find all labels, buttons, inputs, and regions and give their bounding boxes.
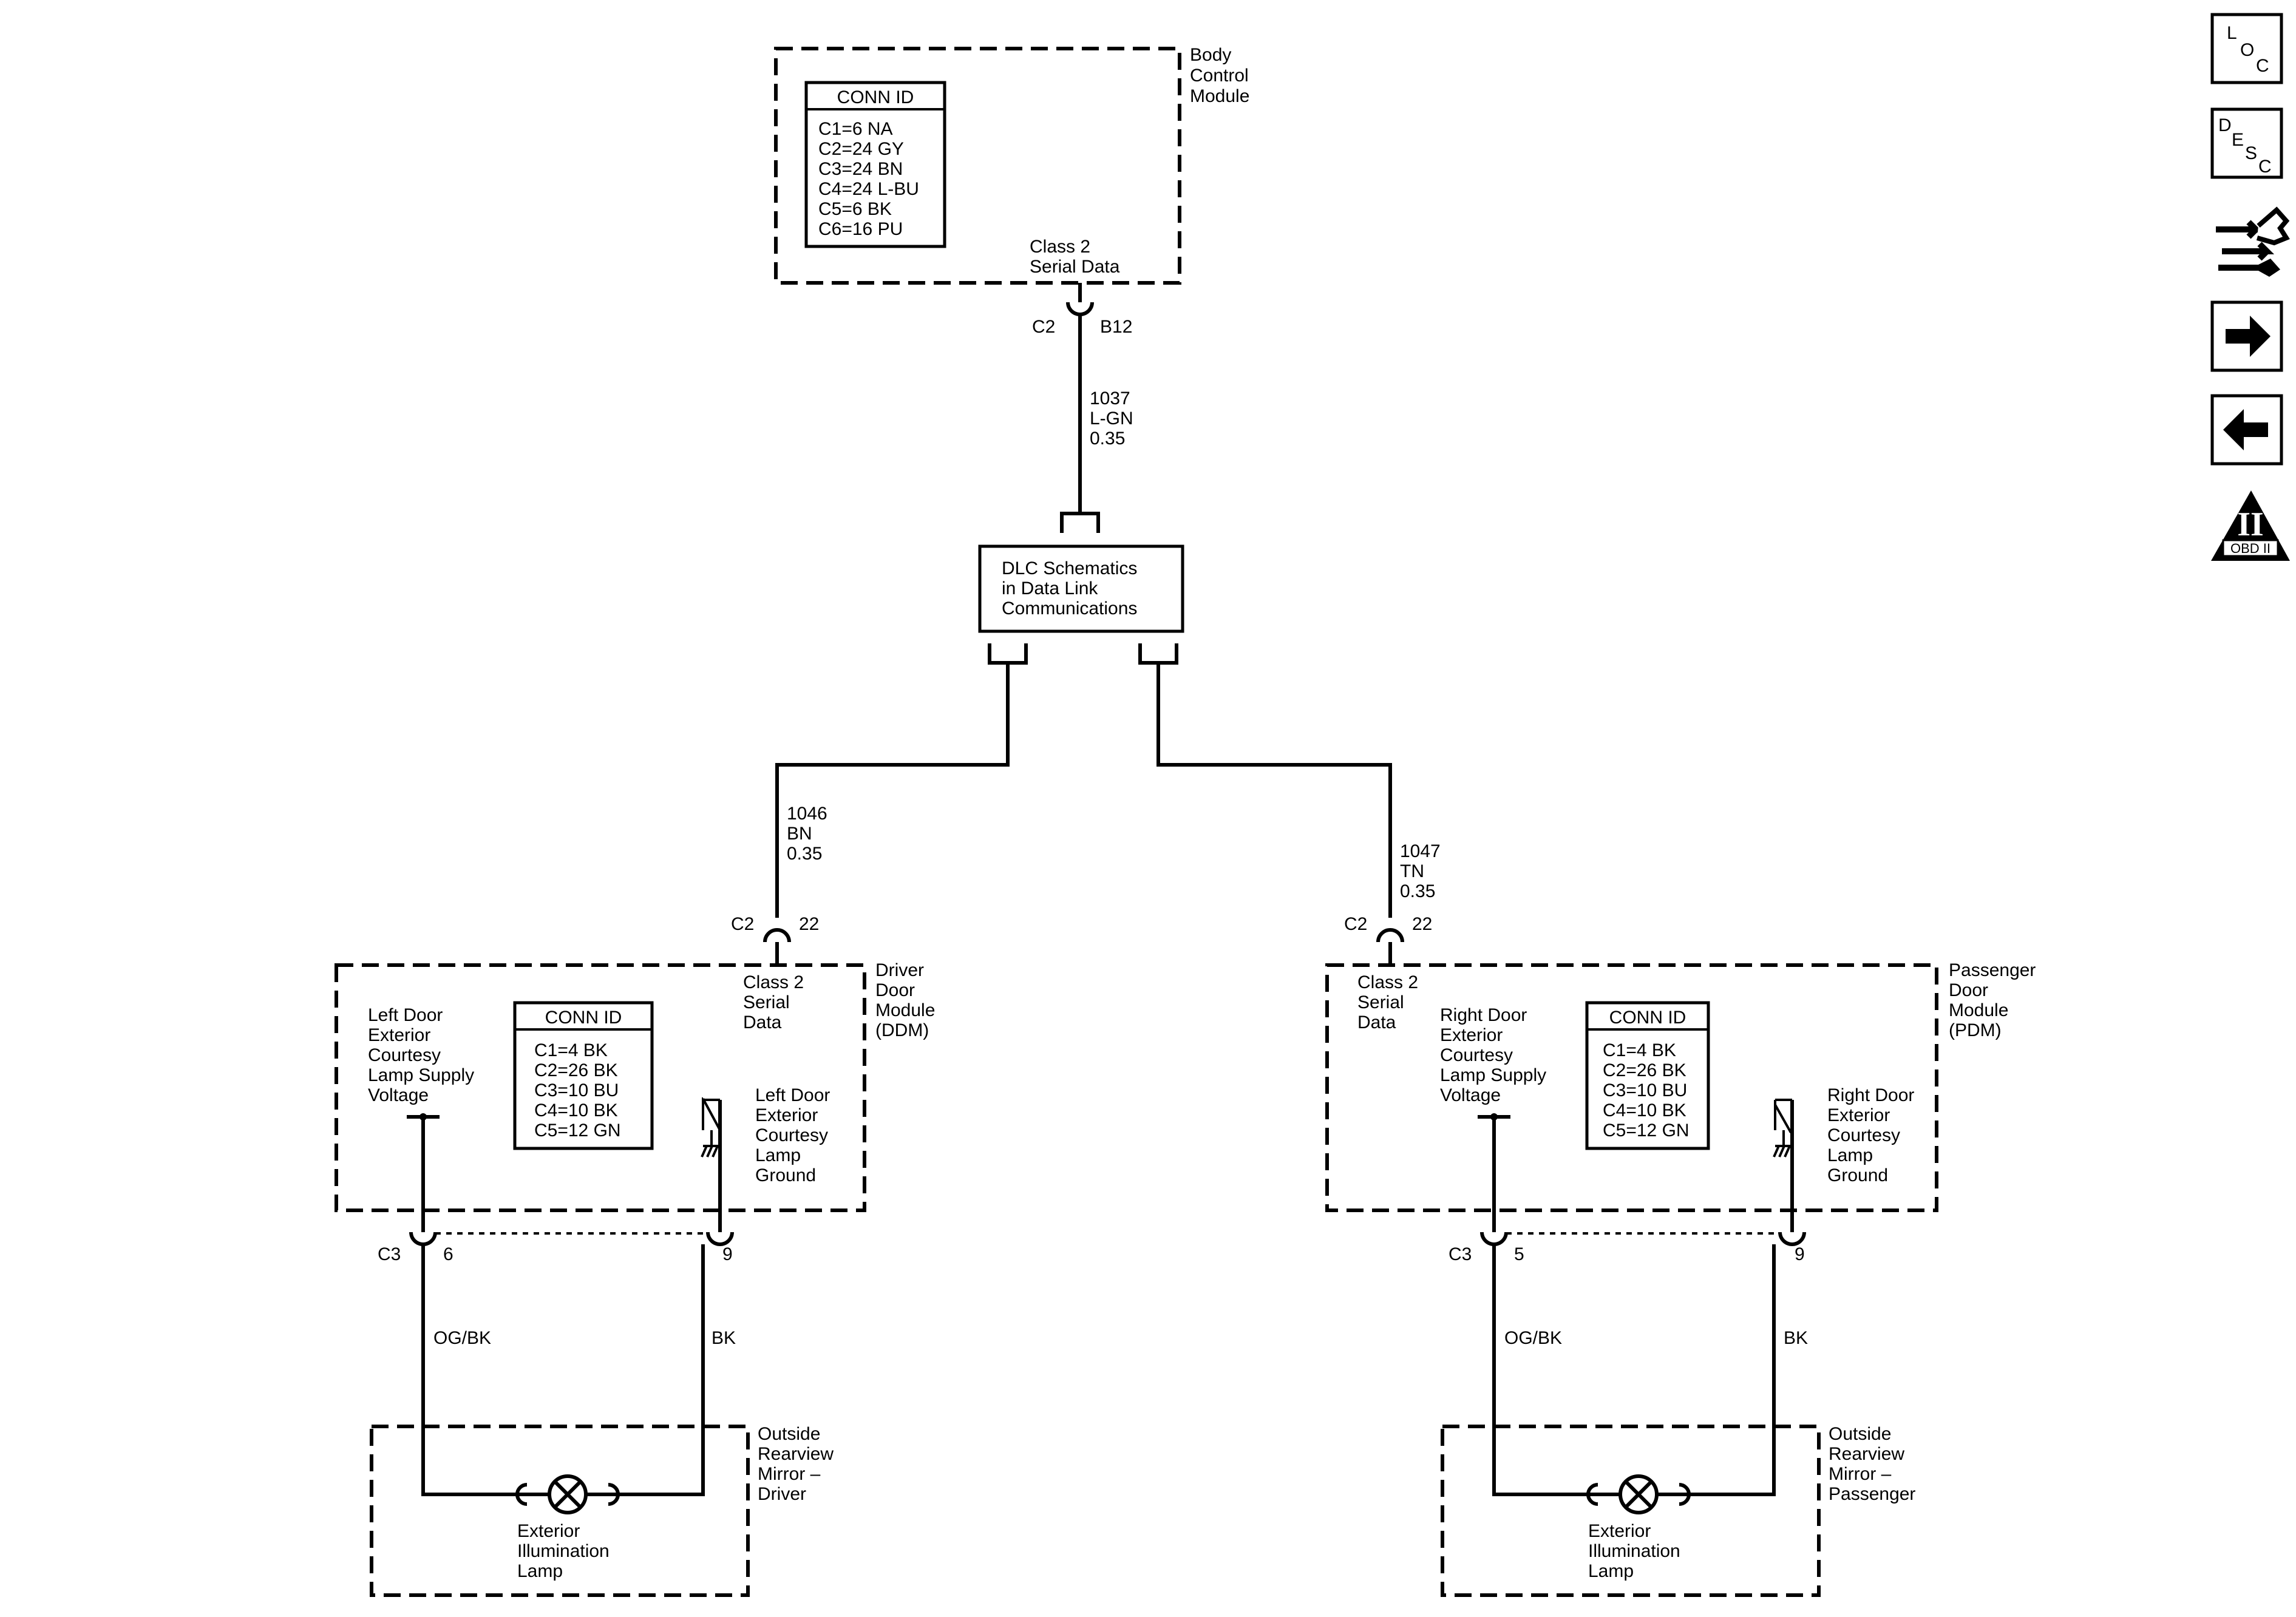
- ddm-supply-wire: [421, 1244, 517, 1496]
- dlc-input-connector: [1060, 512, 1100, 533]
- svg-text:D: D: [2218, 115, 2232, 135]
- ddm-c3-supply-connector: [409, 1232, 437, 1246]
- pdm-ground-label: Right Door Exterior Courtesy Lamp Ground: [1827, 1085, 1920, 1185]
- pdm-ground-wire: [1690, 1244, 1776, 1496]
- bcm-pin: B12: [1100, 317, 1132, 337]
- lamp-icon: [1586, 1474, 1691, 1514]
- wire-1046: [775, 663, 1010, 918]
- bcm-pin-label: Class 2 Serial Data: [1030, 237, 1120, 277]
- svg-text:OBD II: OBD II: [2230, 541, 2271, 556]
- pdm-serial-label: Class 2 Serial Data: [1357, 972, 1423, 1032]
- driver-door-module: C2 22 Driver Door Module (DDM) Class 2 S…: [335, 914, 940, 1264]
- mirror-passenger-name: Outside Rearview Mirror – Passenger: [1829, 1424, 1915, 1504]
- loc-icon[interactable]: L O C: [2210, 13, 2283, 84]
- mirror-passenger: Outside Rearview Mirror – Passenger Exte…: [1441, 1424, 1915, 1597]
- ddm-conn-list: C1=4 BK C2=26 BK C3=10 BU C4=10 BK C5=12…: [534, 1040, 624, 1141]
- bcm-name: Body Control Module: [1190, 45, 1254, 106]
- ddm-wire-ground: BK: [712, 1328, 736, 1348]
- pdm-ground-symbol: [1773, 1130, 1792, 1158]
- ddm-serial-label: Class 2 Serial Data: [743, 972, 809, 1032]
- ddm-conn-id-title: CONN ID: [545, 1008, 622, 1028]
- ddm-supply-label: Left Door Exterior Courtesy Lamp Supply …: [368, 1005, 479, 1105]
- mirror-driver-boundary: [370, 1425, 750, 1597]
- ddm-pin-in: 22: [799, 914, 819, 934]
- ddm-ground-symbol: [701, 1145, 720, 1158]
- arrow-left-icon[interactable]: [2210, 394, 2283, 466]
- pdm-conn-in: C2: [1344, 914, 1367, 934]
- ddm-pin-supply: 6: [443, 1244, 453, 1264]
- wire-1037-label: 1037 L-GN 0.35: [1090, 388, 1138, 449]
- mirror-passenger-lamp: Exterior Illumination Lamp: [1588, 1521, 1685, 1581]
- pdm-conn-id-box: [1585, 1001, 1710, 1150]
- pdm-supply-label: Right Door Exterior Courtesy Lamp Supply…: [1440, 1005, 1551, 1105]
- dlc-right-output-connector: [1138, 643, 1178, 665]
- ddm-c2-connector: [763, 928, 791, 943]
- pdm-wire-supply: OG/BK: [1504, 1328, 1562, 1348]
- passenger-door-module: C2 22 Passenger Door Module (PDM) Class …: [1325, 914, 2041, 1264]
- ddm-pin-ground: 9: [722, 1244, 733, 1264]
- pdm-supply-wire: [1492, 1244, 1588, 1496]
- ddm-c3-ground-connector: [706, 1232, 734, 1246]
- pdm-conn-id-title: CONN ID: [1609, 1008, 1686, 1028]
- pdm-c3-ground-connector: [1778, 1232, 1806, 1246]
- pdm-conn-list: C1=4 BK C2=26 BK C3=10 BU C4=10 BK C5=12…: [1603, 1040, 1693, 1141]
- svg-text:II: II: [2237, 506, 2264, 543]
- svg-text:L: L: [2227, 23, 2237, 43]
- pdm-wire-ground: BK: [1784, 1328, 1808, 1348]
- pdm-name: Passenger Door Module (PDM): [1949, 960, 2041, 1040]
- ddm-boundary: [335, 963, 866, 1212]
- wire-1047-label: 1047 TN 0.35: [1400, 841, 1445, 901]
- wrench-diagnostic-icon[interactable]: [2216, 206, 2290, 277]
- dlc-schematics-box: DLC Schematics in Data Link Communicatio…: [978, 544, 1184, 633]
- ddm-conn-out: C3: [378, 1244, 401, 1264]
- obd-ii-icon[interactable]: II OBD II: [2211, 490, 2290, 561]
- svg-text:S: S: [2245, 143, 2257, 163]
- mirror-driver: Outside Rearview Mirror – Driver Exterio…: [370, 1424, 838, 1597]
- bcm-boundary: [774, 47, 1181, 285]
- dlc-label: DLC Schematics in Data Link Communicatio…: [1002, 558, 1143, 619]
- mirror-driver-name: Outside Rearview Mirror – Driver: [758, 1424, 838, 1504]
- ddm-ground-wire: [619, 1244, 705, 1496]
- desc-icon[interactable]: D E S C: [2210, 107, 2283, 179]
- bcm-c2-connector: [1066, 302, 1094, 316]
- pdm-boundary: [1325, 963, 1938, 1212]
- bcm-conn: C2: [1032, 317, 1055, 337]
- pdm-pin-in: 22: [1412, 914, 1432, 934]
- lamp-icon: [515, 1474, 620, 1514]
- svg-text:E: E: [2232, 130, 2244, 150]
- pdm-pin-supply: 5: [1514, 1244, 1524, 1264]
- dlc-left-output-connector: [988, 643, 1028, 665]
- ddm-conn-id-box: [513, 1001, 654, 1150]
- pdm-c3-supply-connector: [1480, 1232, 1508, 1246]
- wire-1047: [1156, 663, 1392, 918]
- ddm-ground-switch: [702, 1098, 721, 1130]
- pdm-conn-out: C3: [1449, 1244, 1472, 1264]
- ddm-name: Driver Door Module (DDM): [875, 960, 940, 1040]
- arrow-right-icon[interactable]: [2210, 300, 2283, 372]
- svg-text:C: C: [2258, 157, 2272, 177]
- ddm-ground-label: Left Door Exterior Courtesy Lamp Ground: [755, 1085, 835, 1185]
- mirror-driver-lamp: Exterior Illumination Lamp: [517, 1521, 614, 1581]
- ddm-wire-supply: OG/BK: [433, 1328, 491, 1348]
- mirror-passenger-boundary: [1441, 1425, 1821, 1597]
- pdm-c2-connector: [1376, 928, 1404, 943]
- bcm-conn-list: C1=6 NA C2=24 GY C3=24 BN C4=24 L-BU C5=…: [818, 119, 924, 239]
- pdm-ground-switch: [1774, 1099, 1792, 1133]
- svg-text:O: O: [2240, 40, 2254, 60]
- wire-1046-label: 1046 BN 0.35: [787, 804, 832, 864]
- body-control-module: Body Control Module CONN ID C1=6 NA C2=2…: [774, 45, 1254, 337]
- ddm-conn-in: C2: [731, 914, 754, 934]
- bcm-conn-id-title: CONN ID: [837, 87, 914, 107]
- svg-text:C: C: [2256, 56, 2269, 76]
- pdm-pin-ground: 9: [1795, 1244, 1805, 1264]
